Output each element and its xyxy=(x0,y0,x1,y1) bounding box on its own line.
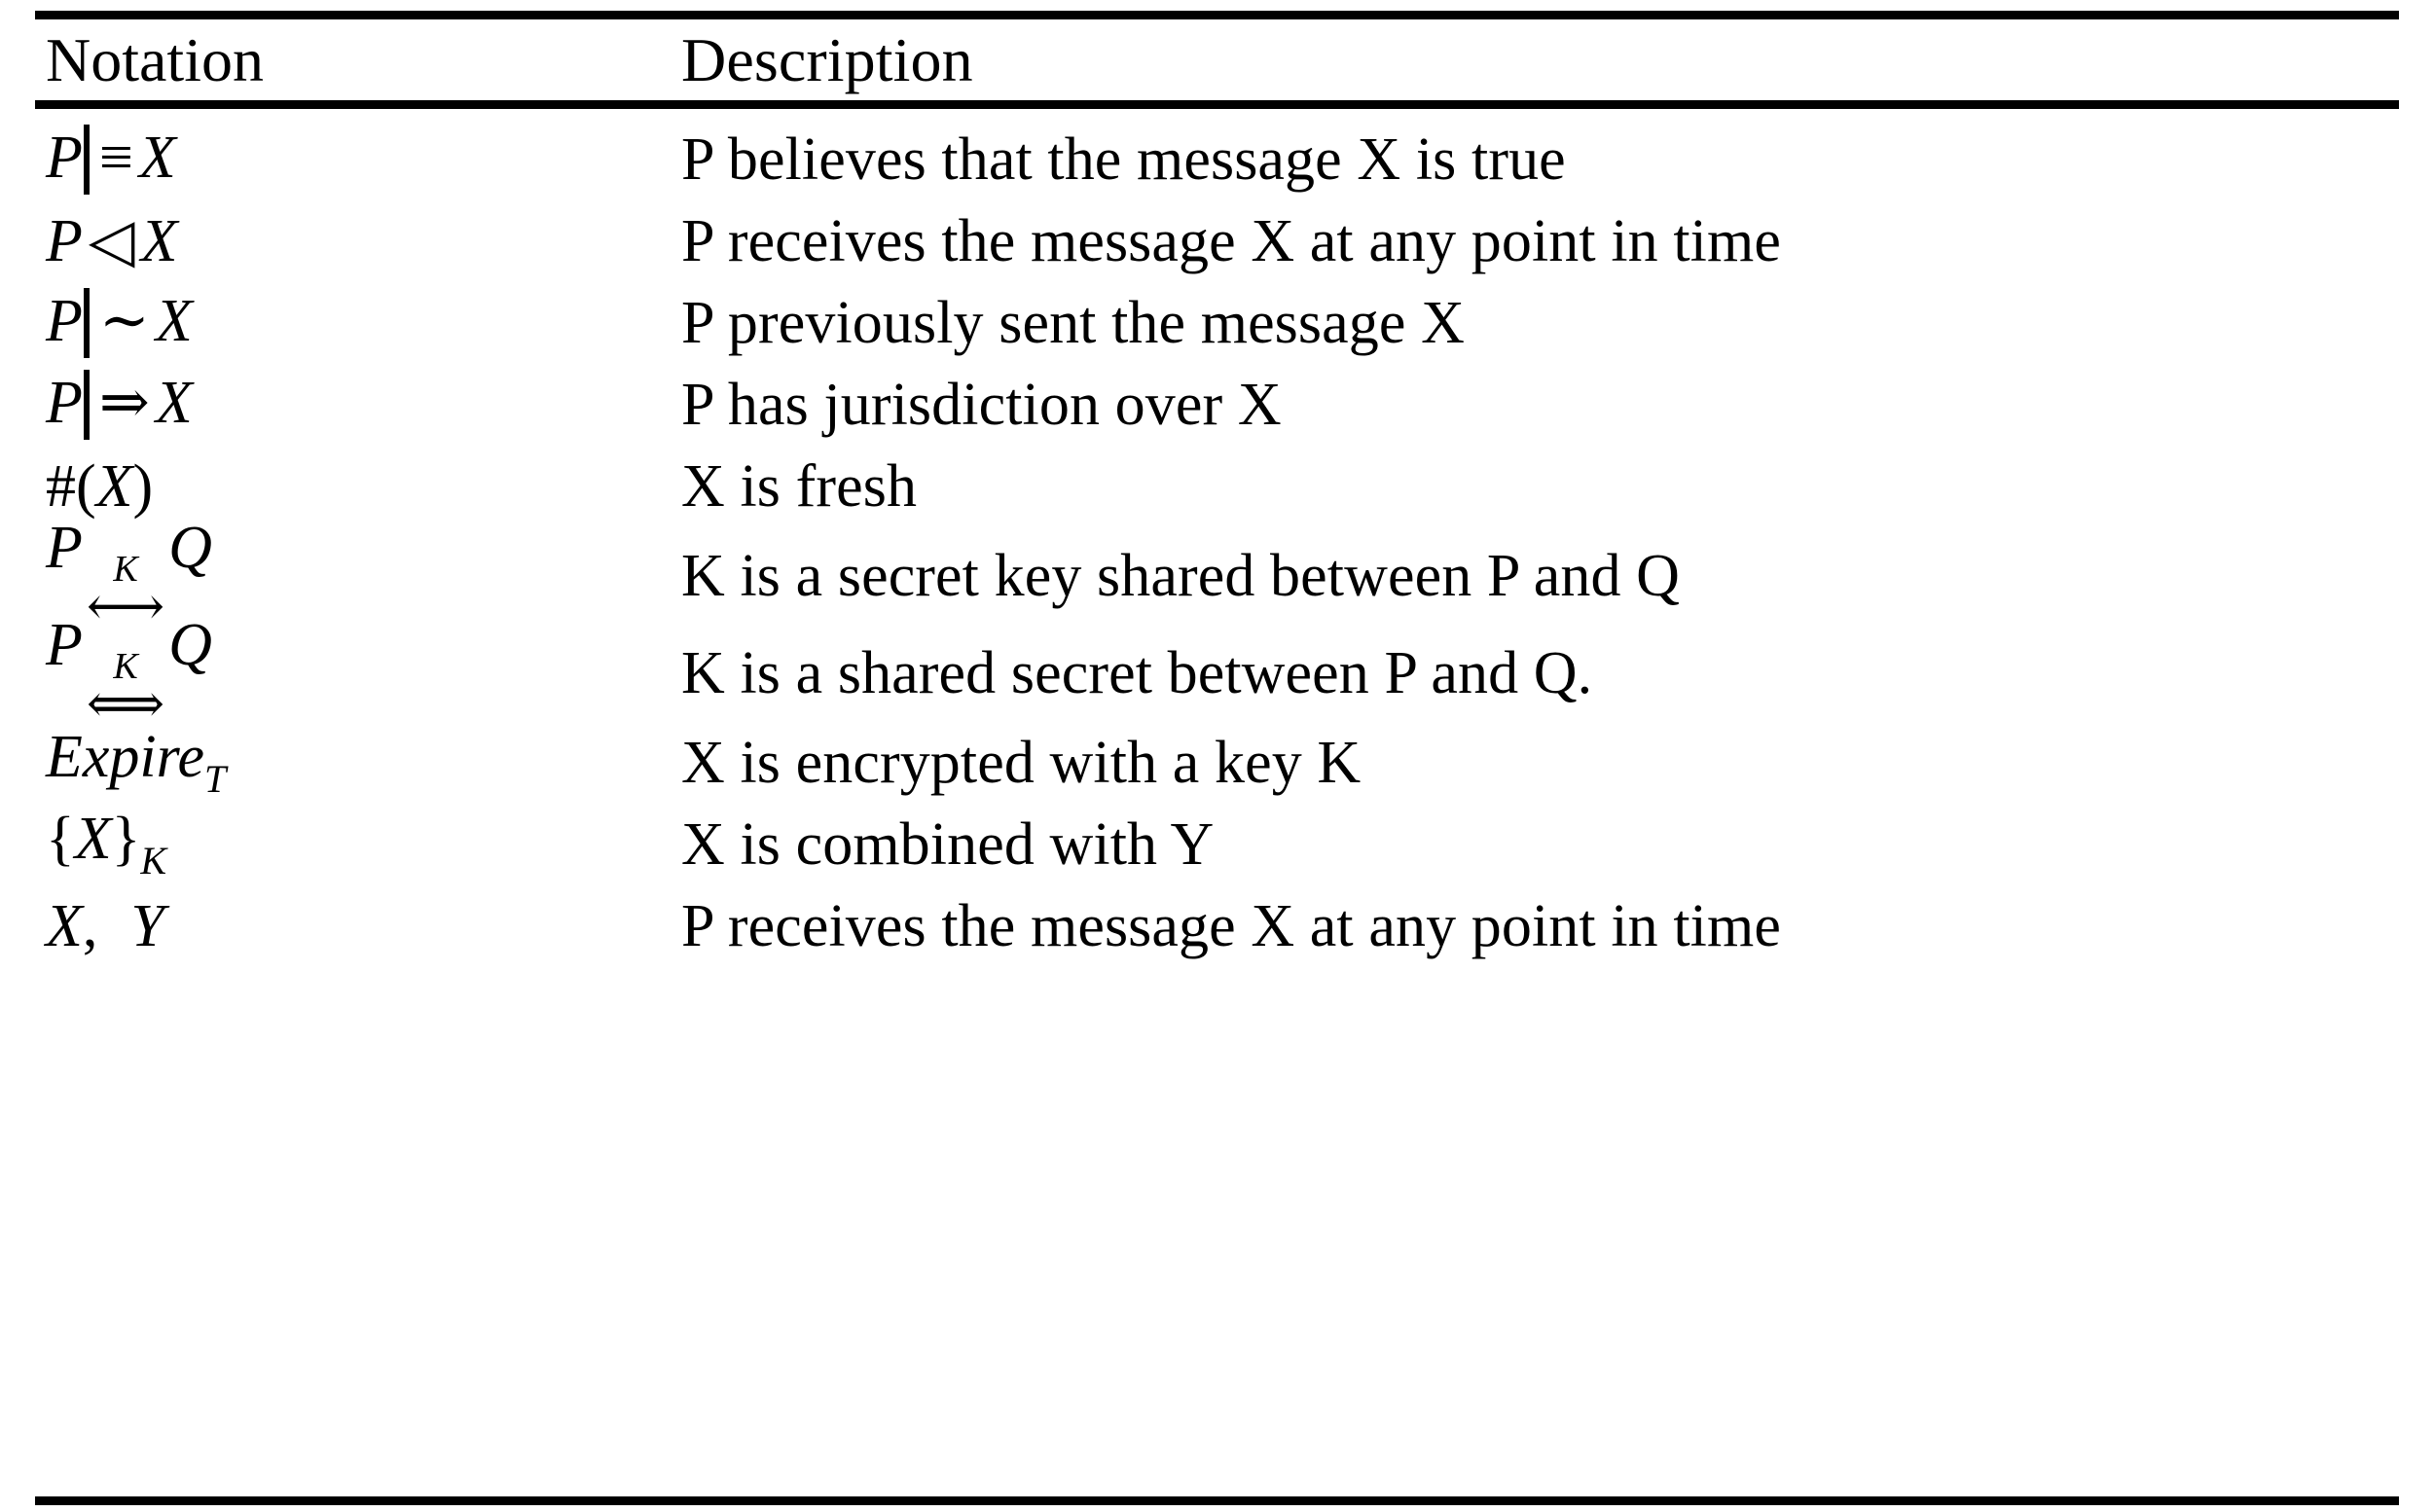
belief-bar-icon xyxy=(83,370,90,440)
table-row: #(X) X is fresh xyxy=(0,446,2434,527)
principal-symbol: P xyxy=(46,612,83,679)
belief-bar-icon xyxy=(83,288,90,358)
operand-symbol: Q xyxy=(168,612,212,679)
operand-symbol: X xyxy=(95,453,133,520)
description-text: X is encrypted with a key K xyxy=(681,730,1362,796)
description-text: K is a secret key shared between P and Q xyxy=(681,543,1681,609)
equivalence-operator-icon: ≡ xyxy=(98,125,133,191)
principal-symbol: P xyxy=(46,288,83,354)
table-body: P≡X P believes that the message X is tru… xyxy=(0,119,2434,967)
belief-bar-icon xyxy=(83,125,90,195)
notation-formula: #(X) xyxy=(46,456,153,517)
principal-symbol: P xyxy=(46,125,83,191)
column-header-description: Description xyxy=(681,25,973,94)
table-row: P◁X P receives the message X at any poin… xyxy=(0,200,2434,282)
description-text: P has jurisdiction over X xyxy=(681,372,1282,438)
table-header-rule xyxy=(35,100,2399,109)
table-row: P∼X P previously sent the message X xyxy=(0,282,2434,364)
notation-cell: ExpireT xyxy=(0,727,681,799)
description-text: P receives the message X at any point in… xyxy=(681,893,1781,959)
table-row: P≡X P believes that the message X is tru… xyxy=(0,119,2434,200)
notation-cell: #(X) xyxy=(0,456,681,517)
operand-symbol: X xyxy=(155,288,193,354)
description-cell: P has jurisdiction over X xyxy=(681,375,2434,435)
description-cell: P believes that the message X is true xyxy=(681,129,2434,190)
table-row: {X}K X is combined with Y xyxy=(0,804,2434,885)
description-cell: K is a shared secret between P and Q. xyxy=(681,643,2434,703)
notation-cell: P∼X xyxy=(0,288,681,358)
table-header-row: Notation Description xyxy=(0,29,2434,91)
notation-formula: X, Y xyxy=(46,896,164,956)
comma-separator: , xyxy=(82,893,98,959)
operand-symbol: X xyxy=(155,370,193,436)
principal-symbol: P xyxy=(46,208,83,274)
description-cell: P receives the message X at any point in… xyxy=(681,211,2434,271)
said-tilde-icon: ∼ xyxy=(98,288,150,354)
shared-secret-arrow-icon: K⟺ xyxy=(86,646,165,735)
notation-cell: P◁X xyxy=(0,211,681,271)
description-text: X is fresh xyxy=(681,453,918,520)
description-cell: X is encrypted with a key K xyxy=(681,733,2434,793)
description-cell: P previously sent the message X xyxy=(681,293,2434,353)
freshness-hash-icon: #( xyxy=(46,453,96,520)
description-cell: X is combined with Y xyxy=(681,814,2434,875)
description-cell: K is a secret key shared between P and Q xyxy=(681,546,2434,606)
encrypted-message-symbol: X xyxy=(74,806,112,872)
notation-formula: ExpireT xyxy=(46,727,226,799)
description-text: K is a shared secret between P and Q. xyxy=(681,640,1593,706)
bidirectional-arrow-icon: ⟷ xyxy=(86,576,165,637)
notation-formula: P≡X xyxy=(46,125,176,195)
notation-formula: P◁X xyxy=(46,211,177,271)
description-text: X is combined with Y xyxy=(681,811,1215,878)
description-text: P believes that the message X is true xyxy=(681,126,1566,193)
notation-cell: {X}K xyxy=(0,809,681,881)
notation-cell: P⇒X xyxy=(0,370,681,440)
operand-symbol: X xyxy=(138,125,176,191)
key-label: K xyxy=(113,646,138,688)
table-top-rule xyxy=(35,11,2399,19)
second-message-symbol: Y xyxy=(130,893,164,959)
table-row: ExpireT X is encrypted with a key K xyxy=(0,722,2434,804)
notation-formula: P∼X xyxy=(46,288,193,358)
key-label: K xyxy=(113,549,138,591)
column-header-notation: Notation xyxy=(46,25,264,94)
operand-symbol: X xyxy=(140,208,178,274)
table-bottom-rule xyxy=(35,1496,2399,1505)
open-brace: { xyxy=(46,806,75,872)
sees-triangle-icon: ◁ xyxy=(88,208,135,274)
notation-cell: X, Y xyxy=(0,896,681,956)
close-paren: ) xyxy=(132,453,154,520)
table-row: X, Y P receives the message X at any poin… xyxy=(0,885,2434,967)
expire-base: Expire xyxy=(46,724,204,790)
table-row: P⇒X P has jurisdiction over X xyxy=(0,364,2434,446)
notation-formula: {X}K xyxy=(46,809,166,881)
description-text: P receives the message X at any point in… xyxy=(681,208,1781,274)
notation-cell: P≡X xyxy=(0,125,681,195)
principal-symbol: P xyxy=(46,515,83,582)
principal-symbol: P xyxy=(46,370,83,436)
close-brace: } xyxy=(111,806,141,872)
description-cell: X is fresh xyxy=(681,456,2434,517)
description-text: P previously sent the message X xyxy=(681,290,1465,356)
notation-formula: P⇒X xyxy=(46,370,193,440)
encryption-key-subscript: K xyxy=(140,839,167,882)
description-cell: P receives the message X at any point in… xyxy=(681,896,2434,956)
expire-subscript: T xyxy=(203,757,227,801)
operand-symbol: Q xyxy=(168,515,212,582)
shared-key-arrow-icon: K⟷ xyxy=(86,549,165,637)
first-message-symbol: X xyxy=(46,893,83,959)
jurisdiction-arrow-icon: ⇒ xyxy=(98,370,150,436)
bidirectional-double-arrow-icon: ⟺ xyxy=(86,673,165,735)
